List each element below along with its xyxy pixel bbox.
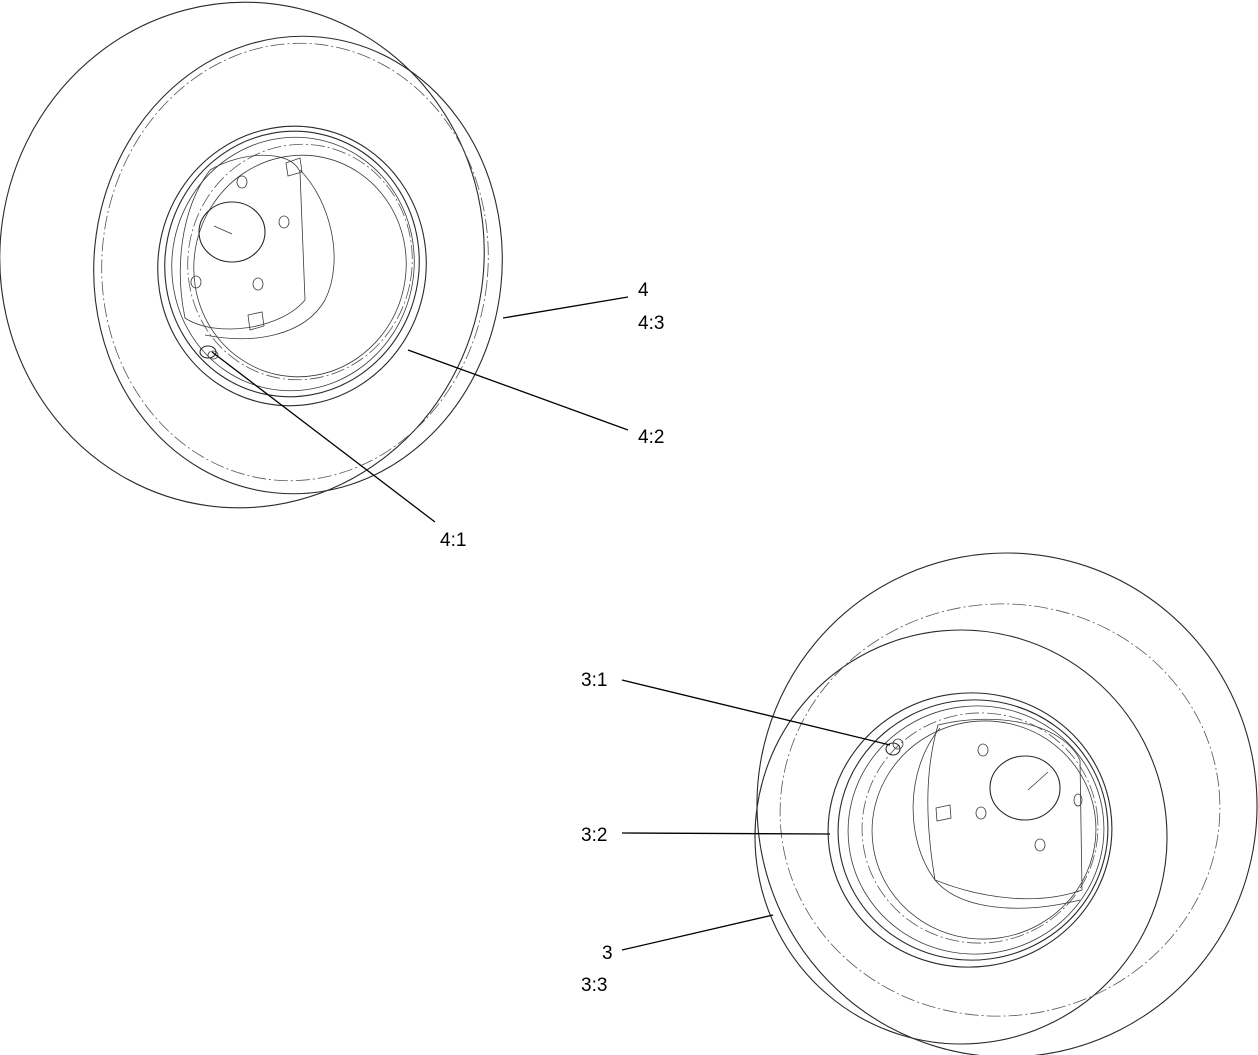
callout-4-1: 4:1 [440, 530, 466, 551]
callout-3-3: 3:3 [581, 975, 607, 996]
wheel-4-valve-stem [199, 345, 219, 360]
wheel-4 [0, 1, 503, 509]
callout-3: 3 [602, 943, 613, 964]
wheel-4-tire [0, 1, 503, 509]
wheel-4-rim [157, 125, 427, 407]
wheel-4-hub [179, 154, 306, 331]
wheel-3-hub [927, 718, 1083, 900]
wheel-3-rim [827, 692, 1113, 968]
leader-3-1 [621, 679, 891, 746]
callout-4-3: 4:3 [638, 313, 664, 334]
leader-4-1 [211, 351, 436, 523]
wheel-3-valve-stem [885, 738, 904, 756]
leader-4-2 [407, 349, 629, 431]
callout-3-2: 3:2 [581, 825, 607, 846]
wheel-3-tire [754, 552, 1258, 1055]
wheel-3 [754, 552, 1258, 1055]
leader-lines [211, 296, 891, 951]
leader-3-2 [621, 832, 831, 835]
leader-4 [502, 296, 629, 319]
leader-3 [621, 914, 774, 951]
callout-4-2: 4:2 [638, 427, 664, 448]
callout-4: 4 [638, 280, 649, 301]
callout-3-1: 3:1 [581, 670, 607, 691]
callout-labels: 4 4:3 4:2 4:1 3:1 3:2 3 3:3 [440, 280, 664, 996]
